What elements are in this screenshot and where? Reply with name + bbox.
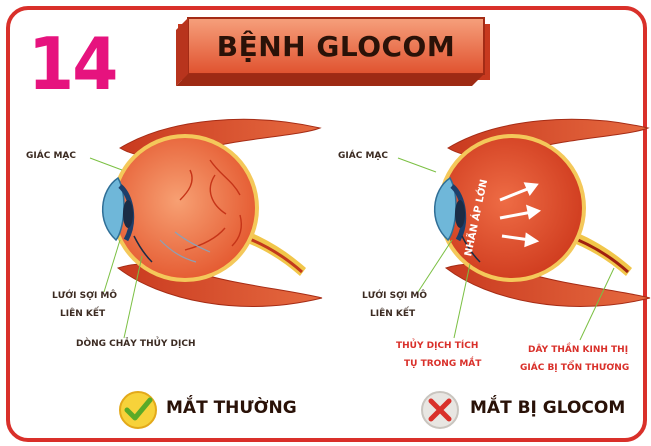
cross-icon	[422, 392, 458, 428]
normal-status-label: MẮT THƯỜNG	[166, 398, 297, 418]
glaucoma-status-label: MẮT BỊ GLOCOM	[470, 398, 625, 418]
check-icon	[120, 392, 156, 428]
